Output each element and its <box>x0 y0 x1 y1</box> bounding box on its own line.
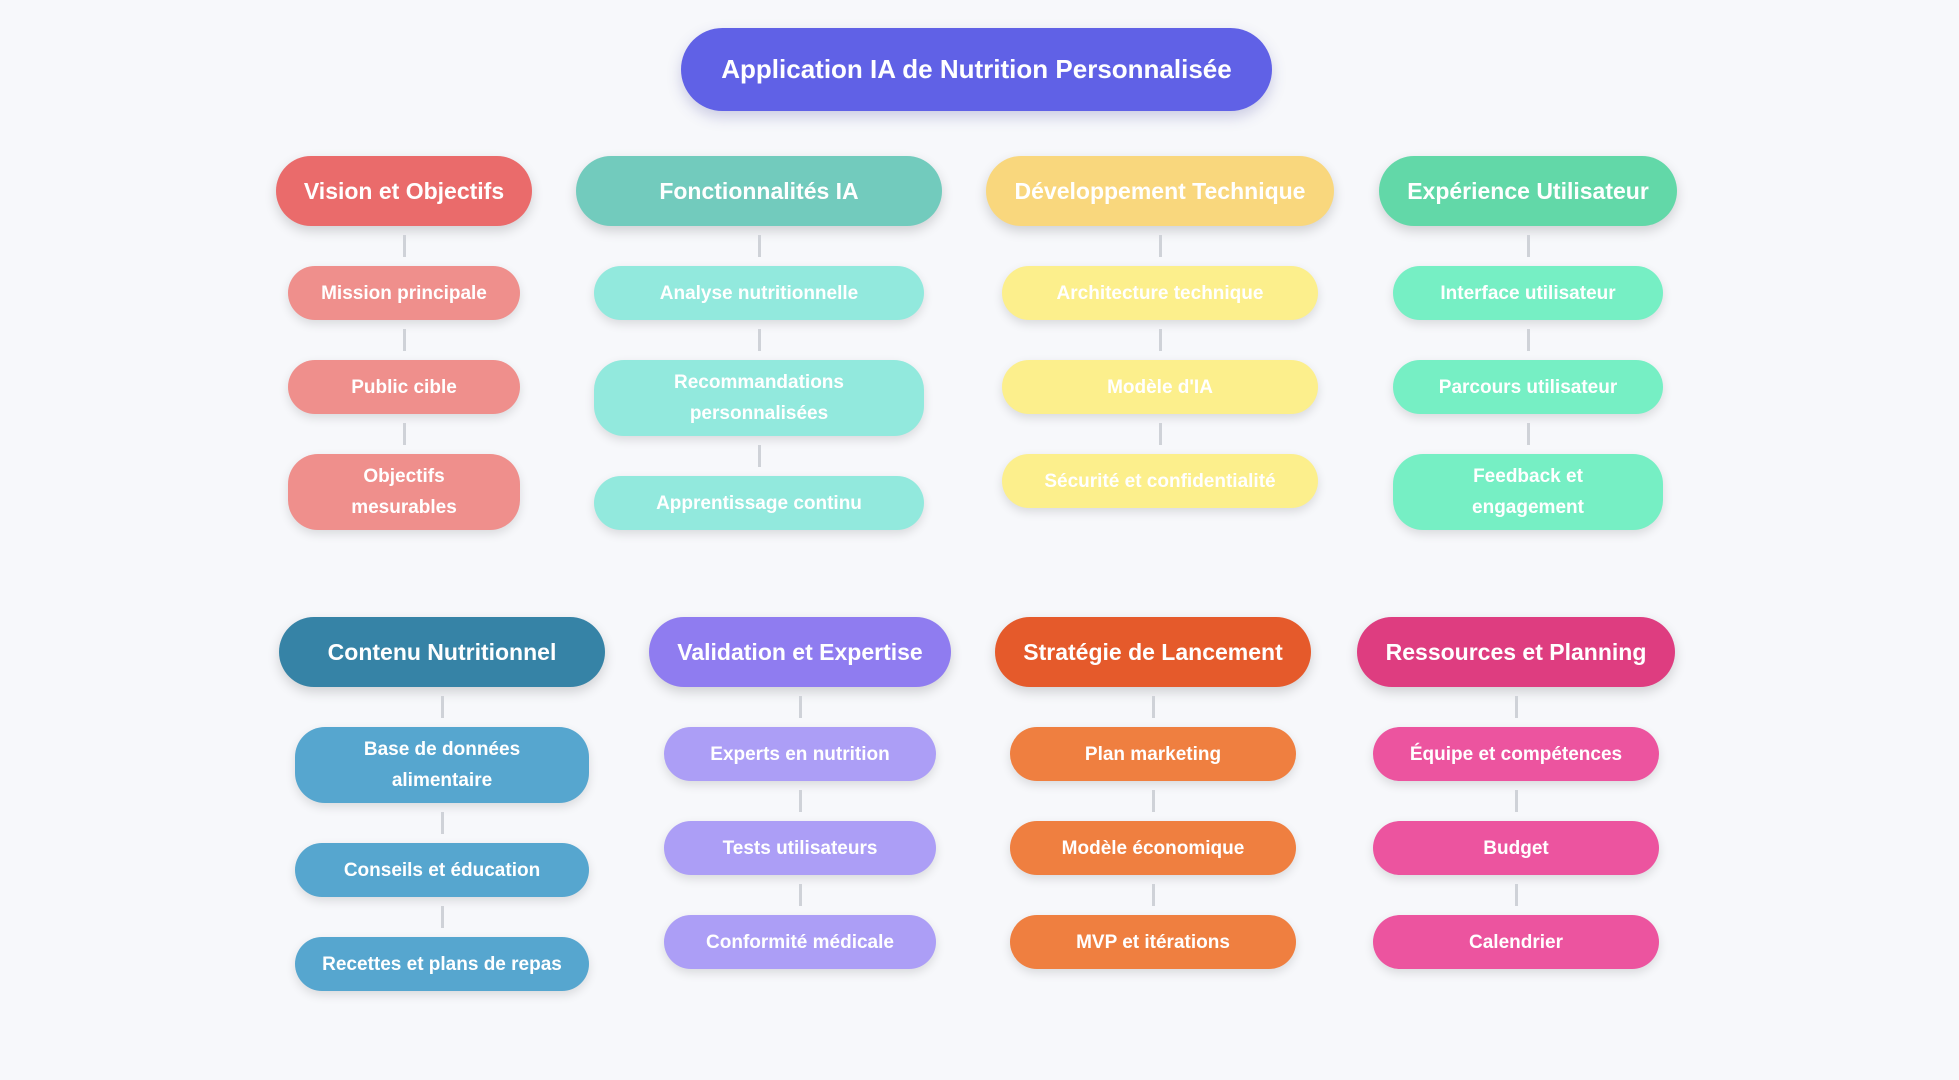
connector-line <box>402 235 406 257</box>
category-experience-utilisateur[interactable]: Expérience Utilisateur <box>1379 156 1677 226</box>
subtopic-equipe-et-competences[interactable]: Équipe et compétences <box>1373 727 1659 781</box>
connector-line <box>757 329 761 351</box>
connector-line <box>1526 235 1530 257</box>
connector-line <box>798 884 802 906</box>
connector-line <box>1158 329 1162 351</box>
connector-line <box>798 790 802 812</box>
subtopic-recettes-et-plans-de-repas[interactable]: Recettes et plans de repas <box>295 937 589 991</box>
subtopic-conformite-medicale[interactable]: Conformité médicale <box>664 915 936 969</box>
subtopic-tests-utilisateurs[interactable]: Tests utilisateurs <box>664 821 936 875</box>
subtopic-mission-principale[interactable]: Mission principale <box>288 266 520 320</box>
subtopic-securite-et-confidentialite[interactable]: Sécurité et confidentialité <box>1002 454 1318 508</box>
connector-line <box>1158 235 1162 257</box>
connector-line <box>1151 696 1155 718</box>
connector-line <box>1158 423 1162 445</box>
subtopic-calendrier[interactable]: Calendrier <box>1373 915 1659 969</box>
subtopic-parcours-utilisateur[interactable]: Parcours utilisateur <box>1393 360 1663 414</box>
subtopic-conseils-et-education[interactable]: Conseils et éducation <box>295 843 589 897</box>
subtopic-modele-d-ia[interactable]: Modèle d'IA <box>1002 360 1318 414</box>
connector-line <box>1151 884 1155 906</box>
connector-line <box>1526 329 1530 351</box>
subtopic-apprentissage-continu[interactable]: Apprentissage continu <box>594 476 924 530</box>
subtopic-mvp-et-iterations[interactable]: MVP et itérations <box>1010 915 1296 969</box>
category-fonctionnalites-ia[interactable]: Fonctionnalités IA <box>576 156 942 226</box>
subtopic-analyse-nutritionnelle[interactable]: Analyse nutritionnelle <box>594 266 924 320</box>
category-vision-et-objectifs[interactable]: Vision et Objectifs <box>276 156 532 226</box>
connector-line <box>1514 790 1518 812</box>
connector-line <box>1151 790 1155 812</box>
subtopic-public-cible[interactable]: Public cible <box>288 360 520 414</box>
subtopic-architecture-technique[interactable]: Architecture technique <box>1002 266 1318 320</box>
subtopic-objectifs-mesurables[interactable]: Objectifs mesurables <box>288 454 520 530</box>
category-contenu-nutritionnel[interactable]: Contenu Nutritionnel <box>279 617 605 687</box>
connector-line <box>440 696 444 718</box>
connector-line <box>440 812 444 834</box>
subtopic-experts-en-nutrition[interactable]: Experts en nutrition <box>664 727 936 781</box>
connector-line <box>1526 423 1530 445</box>
connector-line <box>440 906 444 928</box>
branch-fonctionnalites-ia: Fonctionnalités IA Analyse nutritionnelle… <box>576 156 942 530</box>
connector-line <box>798 696 802 718</box>
connector-line <box>1514 884 1518 906</box>
subtopic-interface-utilisateur[interactable]: Interface utilisateur <box>1393 266 1663 320</box>
root-node[interactable]: Application IA de Nutrition Personnalisé… <box>681 28 1272 111</box>
category-strategie-de-lancement[interactable]: Stratégie de Lancement <box>995 617 1311 687</box>
connector-line <box>757 445 761 467</box>
subtopic-plan-marketing[interactable]: Plan marketing <box>1010 727 1296 781</box>
subtopic-recommandations-personnalisees[interactable]: Recommandations personnalisées <box>594 360 924 436</box>
subtopic-base-de-donnees-alimentaire[interactable]: Base de données alimentaire <box>295 727 589 803</box>
connector-line <box>1514 696 1518 718</box>
category-validation-et-expertise[interactable]: Validation et Expertise <box>649 617 951 687</box>
connector-line <box>402 423 406 445</box>
category-developpement-technique[interactable]: Développement Technique <box>986 156 1334 226</box>
category-ressources-et-planning[interactable]: Ressources et Planning <box>1357 617 1675 687</box>
connector-line <box>402 329 406 351</box>
subtopic-budget[interactable]: Budget <box>1373 821 1659 875</box>
subtopic-modele-economique[interactable]: Modèle économique <box>1010 821 1296 875</box>
subtopic-feedback-et-engagement[interactable]: Feedback et engagement <box>1393 454 1663 530</box>
connector-line <box>757 235 761 257</box>
